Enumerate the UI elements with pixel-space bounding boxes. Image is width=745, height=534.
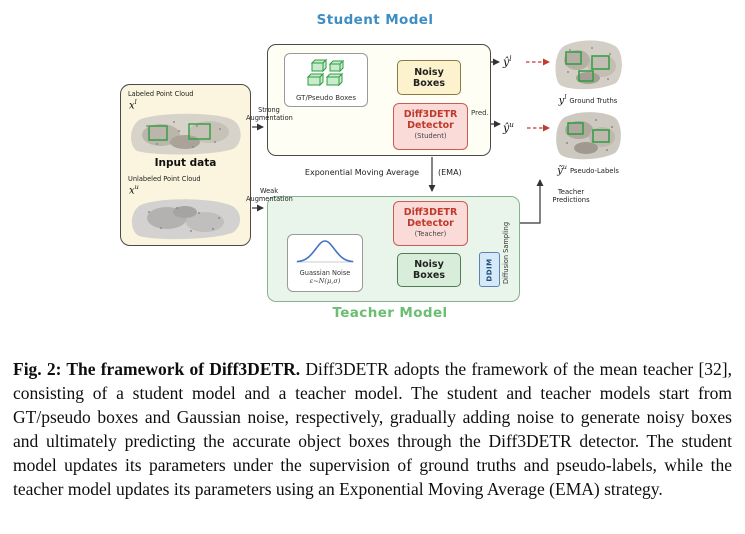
pseudo-labels-image xyxy=(556,112,621,160)
student-pred-labeled-var: ŷl xyxy=(503,54,512,69)
gt-pseudo-boxes-box: GT/Pseudo Boxes xyxy=(284,53,368,107)
detector-name-line1: Diff3DETR xyxy=(403,207,458,218)
ddim-box: DDIM xyxy=(479,252,500,287)
student-pred-unlabeled-var: ŷu xyxy=(503,120,514,135)
diff3detr-framework-diagram: Student Model Teacher Model GT/Pseudo Bo… xyxy=(120,12,622,321)
gaussian-curve-icon xyxy=(296,240,354,263)
teacher-predictions-label: Teacher Predictions xyxy=(552,188,590,204)
figure-caption: Fig. 2: The framework of Diff3DETR. Diff… xyxy=(13,357,732,501)
detector-teacher-variant: (Teacher) xyxy=(414,230,447,238)
unlabeled-var: xu xyxy=(129,183,139,197)
teacher-detector-box: Diff3DETR Detector (Teacher) xyxy=(393,201,468,246)
labeled-pointcloud-image xyxy=(131,113,241,155)
teacher-model-title: Teacher Model xyxy=(332,305,448,321)
student-noisy-boxes-box: Noisy Boxes xyxy=(397,60,461,95)
unlabeled-pointcloud-label: Unlabeled Point Cloud xyxy=(128,175,201,183)
teacher-noisy-boxes-box: Noisy Boxes xyxy=(397,253,461,287)
labeled-pointcloud-label: Labeled Point Cloud xyxy=(128,90,194,98)
pseudo-labels-label: ỹu Pseudo-Labels xyxy=(557,163,619,177)
pred-label: Pred. xyxy=(471,109,489,117)
weak-augmentation-label: Weak Augmentation xyxy=(246,187,293,203)
student-noisy-boxes-label: Noisy Boxes xyxy=(413,66,445,89)
ema-label: Exponential Moving Average xyxy=(304,168,420,177)
detector-name-line1: Diff3DETR xyxy=(403,109,458,120)
ground-truth-image xyxy=(555,40,622,90)
student-model-title: Student Model xyxy=(316,12,434,28)
pseudo-label-var: ỹu xyxy=(557,163,567,177)
ddim-label: DDIM xyxy=(485,257,494,282)
unlabeled-pointcloud-image xyxy=(131,199,241,240)
caption-lead: Fig. 2: The framework of Diff3DETR. xyxy=(13,359,301,379)
arrow-teacher-predictions xyxy=(520,179,544,224)
ema-abbr-label: (EMA) xyxy=(438,168,462,177)
labeled-var: xl xyxy=(129,98,137,112)
gaussian-noise-label: Guassian Noise xyxy=(299,269,351,277)
ground-truth-var: yl xyxy=(558,93,567,107)
gaussian-noise-box: Guassian Noise ε~N(μ,σ) xyxy=(287,234,363,292)
detector-name-line2: Detector xyxy=(407,218,454,229)
student-detector-box: Diff3DETR Detector (Student) xyxy=(393,103,468,150)
caption-body: Diff3DETR adopts the framework of the me… xyxy=(13,359,732,499)
ground-truths-label: yl Ground Truths xyxy=(558,93,618,107)
strong-augmentation-label: Strong Augmentation xyxy=(246,106,293,122)
diffusion-sampling-label: Diffusion Sampling xyxy=(502,221,510,285)
gaussian-noise-formula: ε~N(μ,σ) xyxy=(309,277,341,285)
input-data-box: Labeled Point Cloud xl Input data Unlabe… xyxy=(120,84,251,246)
detector-student-variant: (Student) xyxy=(414,132,447,140)
teacher-noisy-boxes-label: Noisy Boxes xyxy=(413,259,445,281)
input-data-title: Input data xyxy=(154,157,217,169)
detector-name-line2: Detector xyxy=(407,120,454,131)
gt-boxes-icon xyxy=(306,58,345,87)
line-student-pred-labeled-branch xyxy=(489,58,500,124)
gt-pseudo-boxes-label: GT/Pseudo Boxes xyxy=(296,94,356,102)
